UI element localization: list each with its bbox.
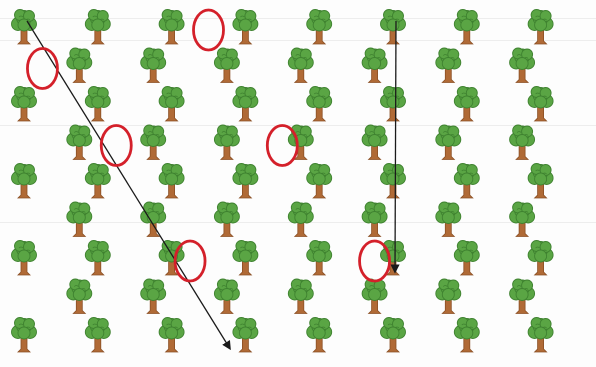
tree-icon [528, 164, 553, 199]
tree-icon [288, 279, 313, 314]
trees-layer [12, 10, 554, 353]
tree-icon [12, 241, 37, 276]
tree-icon [362, 202, 387, 237]
tree-icon [528, 87, 553, 122]
tree-icon [381, 10, 406, 45]
tree-icon [233, 318, 258, 353]
tree-icon [510, 279, 535, 314]
tree-icon [454, 10, 479, 45]
tree-icon [12, 87, 37, 122]
tree-icon [233, 241, 258, 276]
tree-icon [12, 318, 37, 353]
tree-icon [436, 279, 461, 314]
tree-icon [307, 318, 332, 353]
tree-icon [141, 202, 166, 237]
tree-icon [85, 241, 110, 276]
tree-icon [214, 202, 239, 237]
tree-icon [381, 318, 406, 353]
tree-icon [141, 48, 166, 83]
circled-tree-marker [194, 10, 224, 50]
tree-icon [362, 125, 387, 160]
sight-line-arrow [395, 21, 396, 270]
tree-icon [214, 48, 239, 83]
circled-tree-marker [27, 49, 57, 89]
tree-icon [288, 202, 313, 237]
tree-icon [362, 279, 387, 314]
tree-icon [307, 87, 332, 122]
tree-icon [436, 125, 461, 160]
tree-icon [436, 202, 461, 237]
tree-icon [85, 164, 110, 199]
tree-icon [141, 125, 166, 160]
circled-tree-marker [101, 126, 131, 166]
tree-icon [288, 48, 313, 83]
tree-icon [67, 48, 92, 83]
tree-icon [159, 87, 184, 122]
tree-icon [67, 279, 92, 314]
tree-icon [528, 241, 553, 276]
tree-icon [159, 164, 184, 199]
tree-icon [510, 125, 535, 160]
tree-icon [362, 48, 387, 83]
tree-icon [528, 10, 553, 45]
tree-icon [159, 10, 184, 45]
tree-icon [454, 318, 479, 353]
tree-icon [233, 87, 258, 122]
tree-icon [214, 125, 239, 160]
tree-icon [510, 48, 535, 83]
tree-icon [214, 279, 239, 314]
tree-icon [307, 10, 332, 45]
tree-icon [381, 87, 406, 122]
tree-icon [307, 164, 332, 199]
tree-icon [528, 318, 553, 353]
tree-icon [85, 318, 110, 353]
tree-icon [12, 10, 37, 45]
tree-icon [307, 241, 332, 276]
tree-icon [67, 202, 92, 237]
tree-icon [454, 87, 479, 122]
tree-icon [233, 164, 258, 199]
tree-icon [510, 202, 535, 237]
tree-icon [85, 87, 110, 122]
tree-icon [141, 279, 166, 314]
tree-icon [159, 318, 184, 353]
tree-icon [454, 241, 479, 276]
tree-icon [381, 164, 406, 199]
tree-icon [233, 10, 258, 45]
tree-icon [85, 10, 110, 45]
tree-icon [67, 125, 92, 160]
tree-icon [436, 48, 461, 83]
tree-icon [12, 164, 37, 199]
tree-icon [454, 164, 479, 199]
